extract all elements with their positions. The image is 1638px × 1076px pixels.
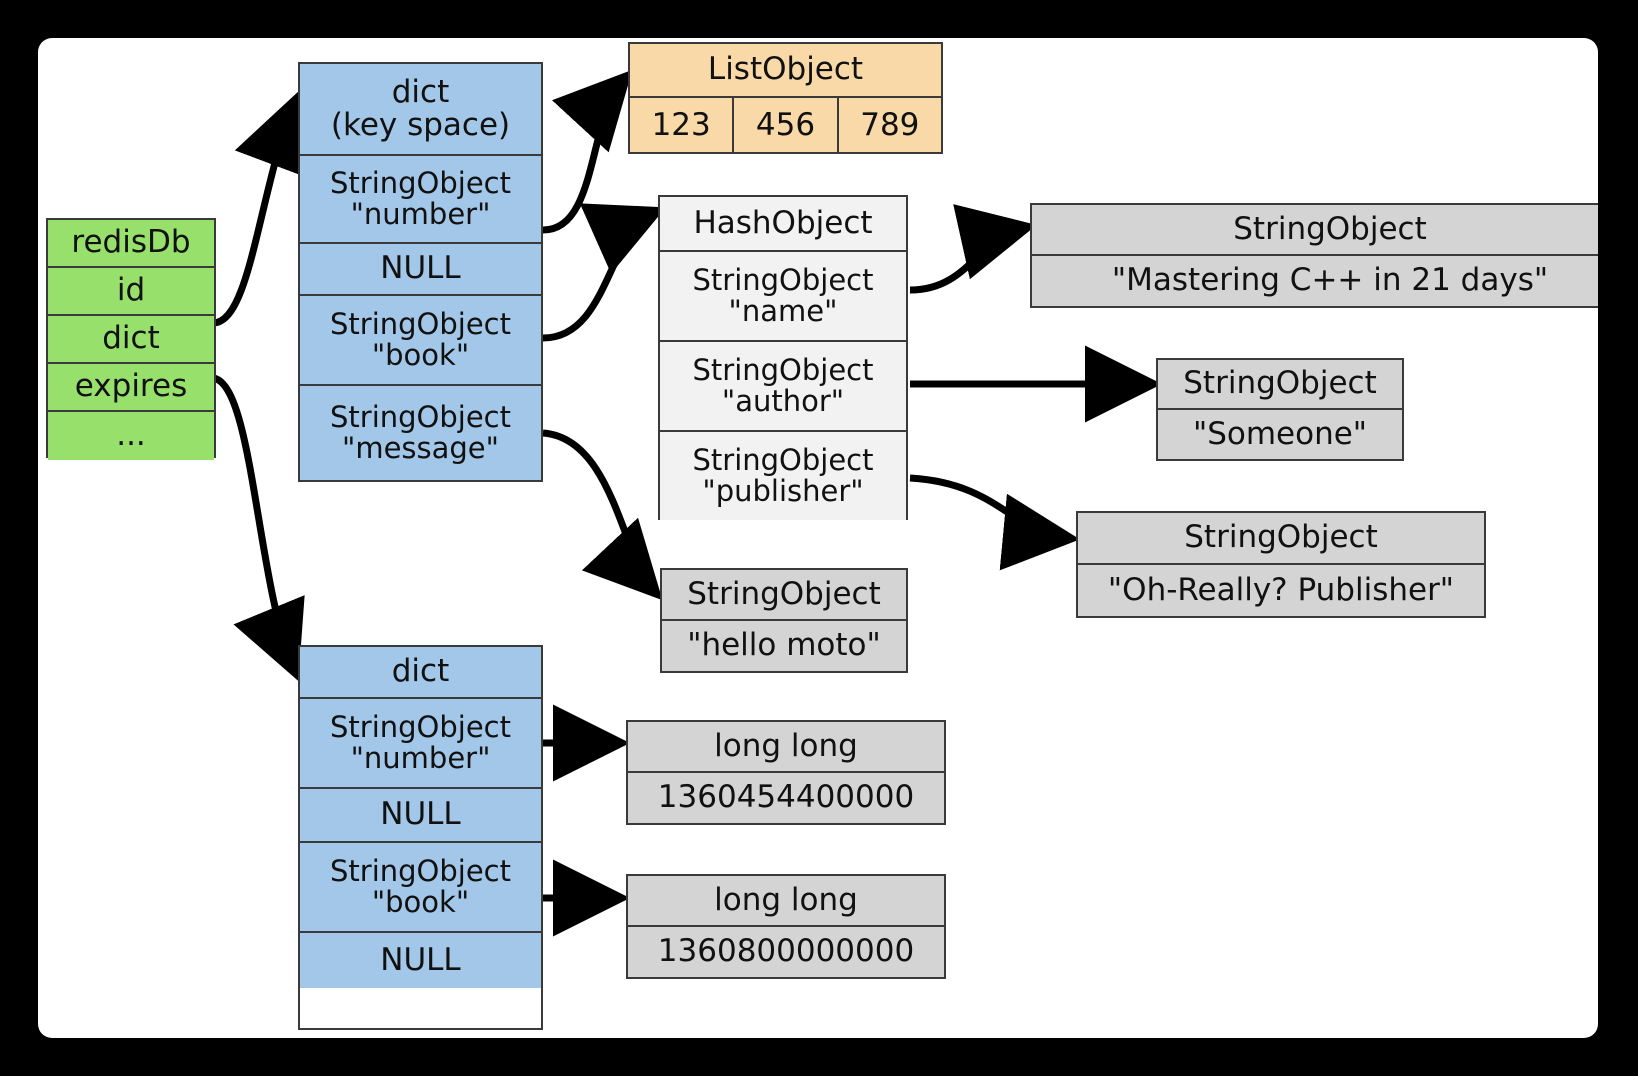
longlong-number-value: 1360454400000 [628, 773, 944, 823]
redisdb-row-3: expires [48, 364, 214, 412]
node-redisdb[interactable]: redisDb id dict expires ... [46, 218, 216, 460]
node-expires-dict[interactable]: dict StringObject "number" NULL StringOb… [298, 645, 543, 1030]
redisdb-row-1: id [48, 268, 214, 316]
string-publisher-header: StringObject [1078, 513, 1484, 565]
hashobject-row-2: StringObject "author" [660, 342, 906, 432]
string-mastering-header: StringObject [1032, 205, 1598, 256]
edge-keyspace-number-to-listobject [542, 69, 633, 234]
node-hashobject[interactable]: HashObject StringObject "name" StringObj… [658, 195, 908, 520]
string-hello-value: "hello moto" [662, 621, 906, 671]
redisdb-row-2: dict [48, 316, 214, 364]
node-string-someone[interactable]: StringObject "Someone" [1156, 358, 1404, 461]
keyspace-row-2: NULL [300, 244, 541, 296]
edge-keyspace-message-to-hellomoto [542, 429, 663, 601]
expires-row-4: NULL [300, 933, 541, 988]
node-string-publisher[interactable]: StringObject "Oh-Really? Publisher" [1076, 511, 1486, 618]
string-publisher-value: "Oh-Really? Publisher" [1078, 565, 1484, 616]
expires-row-0: dict [300, 647, 541, 699]
edge-hash-publisher-to-publisher [909, 474, 1080, 571]
longlong-number-header: long long [628, 722, 944, 773]
expires-row-2: NULL [300, 789, 541, 843]
keyspace-row-1: StringObject "number" [300, 156, 541, 244]
edge-redisdb-dict-to-keyspace [212, 91, 307, 327]
redisdb-row-0: redisDb [48, 220, 214, 268]
expires-row-3: StringObject "book" [300, 843, 541, 933]
longlong-book-value: 1360800000000 [628, 927, 944, 977]
edge-hash-name-to-mastering [909, 204, 1037, 294]
node-longlong-number[interactable]: long long 1360454400000 [626, 720, 946, 825]
string-someone-header: StringObject [1158, 360, 1402, 410]
node-string-mastering[interactable]: StringObject "Mastering C++ in 21 days" [1030, 203, 1598, 308]
string-hello-header: StringObject [662, 570, 906, 621]
hashobject-row-3: StringObject "publisher" [660, 432, 906, 520]
edge-redisdb-expires-to-expiresdict [211, 374, 305, 681]
node-keyspace-dict[interactable]: dict (key space) StringObject "number" N… [298, 62, 543, 482]
listobject-header: ListObject [630, 44, 941, 98]
longlong-book-header: long long [628, 876, 944, 927]
node-string-hello[interactable]: StringObject "hello moto" [660, 568, 908, 673]
edge-keyspace-book-to-hashobject [542, 203, 666, 342]
listobject-item-1: 456 [734, 98, 839, 152]
listobject-item-2: 789 [838, 98, 941, 152]
keyspace-row-4: StringObject "message" [300, 386, 541, 480]
hashobject-row-0: HashObject [660, 197, 906, 252]
hashobject-row-1: StringObject "name" [660, 252, 906, 342]
node-listobject[interactable]: ListObject 123 456 789 [628, 42, 943, 154]
string-someone-value: "Someone" [1158, 410, 1402, 459]
node-longlong-book[interactable]: long long 1360800000000 [626, 874, 946, 979]
keyspace-row-3: StringObject "book" [300, 296, 541, 386]
arrow-layer [211, 69, 1162, 937]
expires-row-1: StringObject "number" [300, 699, 541, 789]
listobject-items-row: 123 456 789 [630, 98, 941, 152]
listobject-item-0: 123 [630, 98, 735, 152]
string-mastering-value: "Mastering C++ in 21 days" [1032, 256, 1598, 306]
keyspace-row-0: dict (key space) [300, 64, 541, 156]
diagram-canvas: redisDb id dict expires ... dict (key sp… [38, 38, 1598, 1038]
redisdb-row-4: ... [48, 412, 214, 460]
